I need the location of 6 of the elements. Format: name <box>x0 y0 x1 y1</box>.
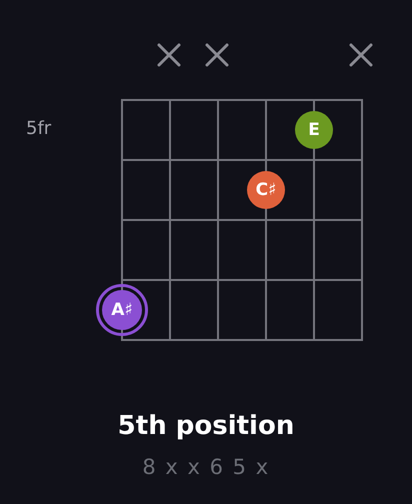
fret-number-label: 5fr <box>26 119 52 140</box>
chord-title: 5th position <box>118 412 294 442</box>
root-note-dot: A♯ <box>96 284 148 336</box>
note-dot: C♯ <box>247 171 285 209</box>
fingering-notation: 8 x x 6 5 x <box>142 455 270 480</box>
note-dot: E <box>295 111 333 149</box>
